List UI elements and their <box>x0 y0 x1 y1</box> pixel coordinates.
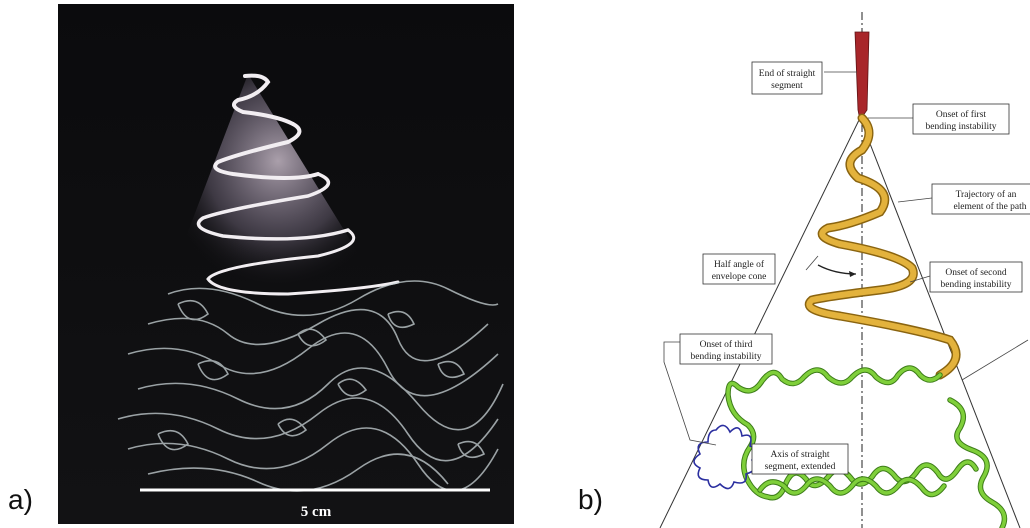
callout-leaders <box>663 71 1029 470</box>
jet-instability-diagram: End of straight segment Onset of first b… <box>659 12 1030 528</box>
svg-text:Axis of straight: Axis of straight <box>770 449 829 460</box>
callout-end-straight: End of straight segment <box>751 61 823 95</box>
svg-text:Trajectory of an: Trajectory of an <box>956 189 1017 200</box>
panel-b-label: b) <box>578 484 603 515</box>
scale-bar-label: 5 cm <box>301 504 332 520</box>
svg-text:element of the path: element of the path <box>953 201 1026 212</box>
svg-text:Half angle of: Half angle of <box>714 259 765 270</box>
svg-text:envelope cone: envelope cone <box>712 272 767 282</box>
svg-text:End of straight: End of straight <box>759 68 816 79</box>
second-instability-coil <box>725 365 1008 528</box>
svg-text:bending instability: bending instability <box>691 352 762 362</box>
svg-text:Onset of first: Onset of first <box>936 109 986 120</box>
first-instability-coil <box>804 113 961 380</box>
photo-helix-jet <box>196 73 400 296</box>
svg-text:segment: segment <box>771 81 803 91</box>
svg-text:Onset of second: Onset of second <box>945 267 1006 278</box>
third-instability-coil <box>693 424 758 490</box>
half-angle-arrowhead <box>849 271 856 277</box>
electrospinning-photo: 5 cm <box>58 4 514 524</box>
envelope-cone-left-line <box>659 117 861 528</box>
callout-onset-first: Onset of first bending instability <box>912 103 1010 135</box>
callout-onset-second: Onset of second bending instability <box>929 261 1023 293</box>
svg-text:Onset of third: Onset of third <box>700 339 753 350</box>
svg-text:bending instability: bending instability <box>926 122 997 132</box>
callout-onset-third: Onset of third bending instability <box>679 333 773 365</box>
callout-half-angle: Half angle of envelope cone <box>702 253 776 285</box>
panel-a-label: a) <box>8 484 33 515</box>
callout-axis: Axis of straight segment, extended <box>751 443 849 475</box>
envelope-cone-right-line <box>859 117 1021 528</box>
straight-segment <box>854 31 870 121</box>
callout-trajectory: Trajectory of an element of the path <box>931 183 1030 215</box>
svg-text:bending instability: bending instability <box>941 280 1012 290</box>
svg-text:segment, extended: segment, extended <box>765 462 836 472</box>
